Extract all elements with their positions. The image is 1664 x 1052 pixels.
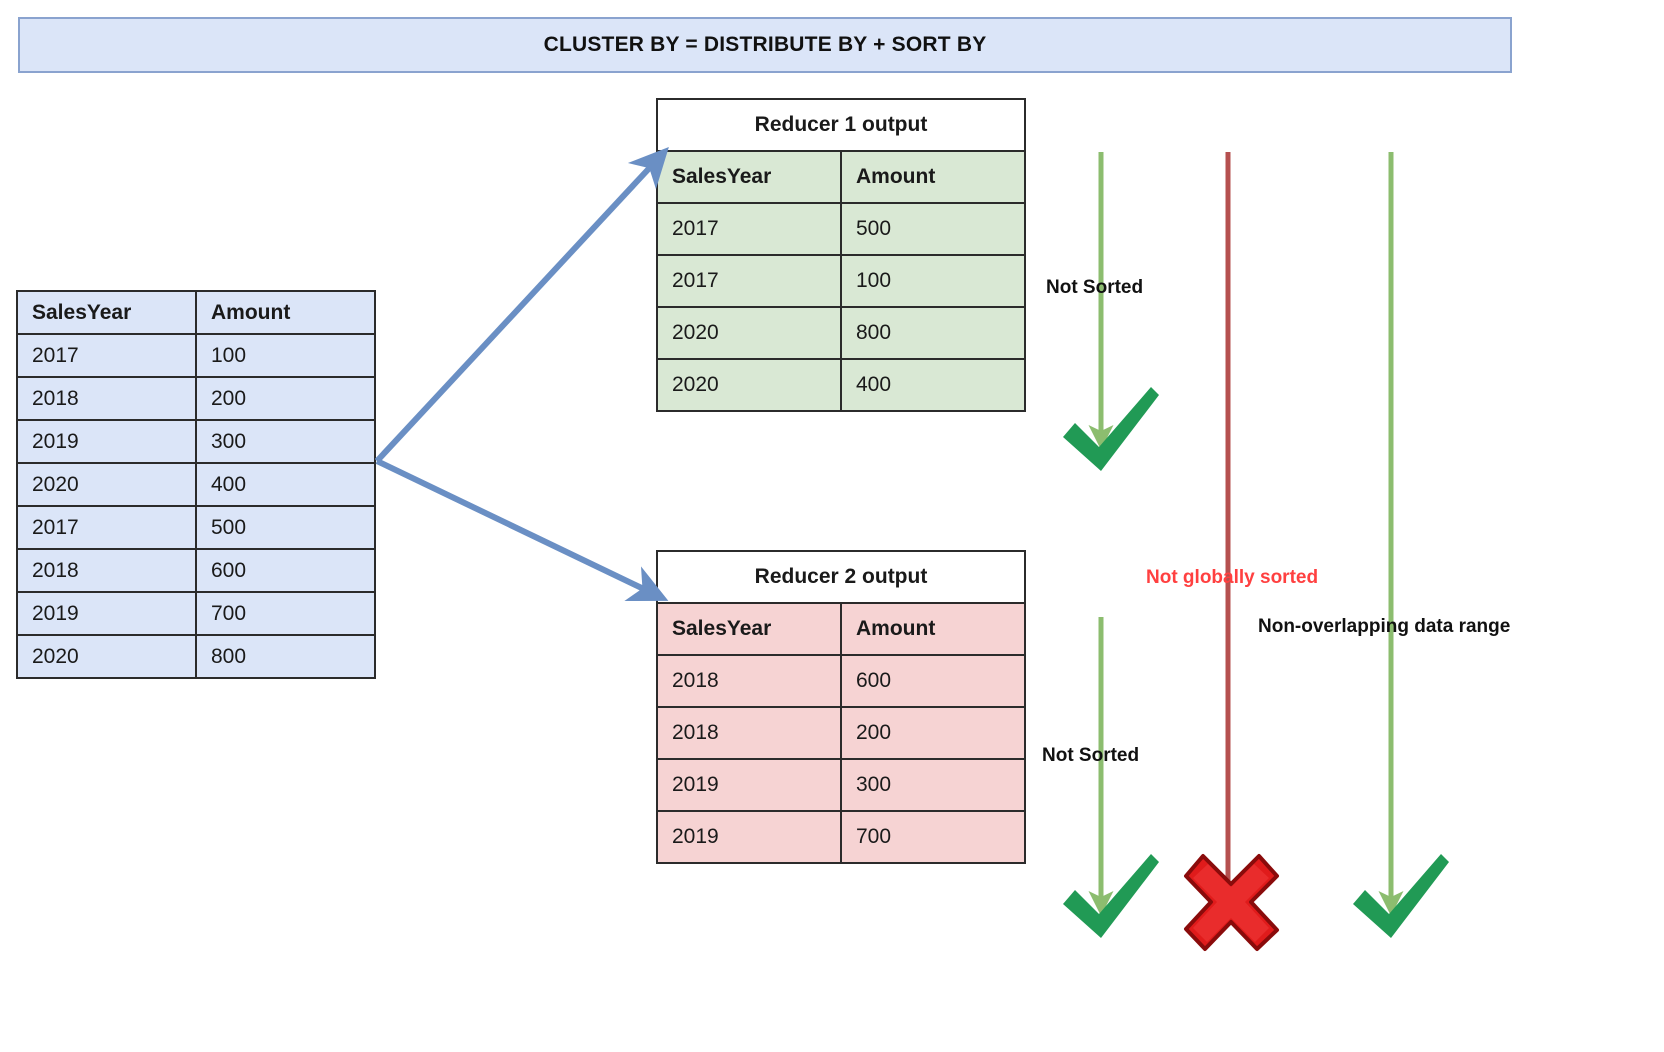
table-row: 2019 700 <box>656 810 1026 864</box>
column-header-salesyear: SalesYear <box>16 290 197 335</box>
cross-mark-icon <box>1184 854 1279 951</box>
title-banner: CLUSTER BY = DISTRIBUTE BY + SORT BY <box>18 17 1512 73</box>
reducer1-output-table: Reducer 1 output SalesYear Amount 2017 5… <box>656 98 1026 412</box>
table-row: 2017 500 <box>16 505 376 550</box>
label-not-sorted-reducer2: Not Sorted <box>1042 745 1140 766</box>
cell-salesyear: 2017 <box>656 254 842 308</box>
cell-amount: 500 <box>195 505 376 550</box>
table-row: 2020 400 <box>16 462 376 507</box>
cell-amount: 100 <box>195 333 376 378</box>
table-row: 2017 500 <box>656 202 1026 256</box>
reducer1-caption: Reducer 1 output <box>656 98 1026 152</box>
cell-salesyear: 2020 <box>16 634 197 679</box>
cell-salesyear: 2018 <box>656 654 842 708</box>
cell-salesyear: 2018 <box>16 548 197 593</box>
table-row: 2020 800 <box>656 306 1026 360</box>
table-row: 2019 300 <box>16 419 376 464</box>
cell-amount: 700 <box>840 810 1026 864</box>
cell-salesyear: 2019 <box>16 419 197 464</box>
cell-salesyear: 2020 <box>656 358 842 412</box>
table-row: 2017 100 <box>656 254 1026 308</box>
table-row: 2018 600 <box>656 654 1026 708</box>
reducer2-output-table: Reducer 2 output SalesYear Amount 2018 6… <box>656 550 1026 864</box>
cell-salesyear: 2019 <box>656 758 842 812</box>
table-row: 2020 400 <box>656 358 1026 412</box>
cell-amount: 400 <box>195 462 376 507</box>
cell-salesyear: 2020 <box>16 462 197 507</box>
table-header-row: SalesYear Amount <box>656 150 1026 204</box>
table-row: 2020 800 <box>16 634 376 679</box>
cell-salesyear: 2019 <box>656 810 842 864</box>
column-header-salesyear: SalesYear <box>656 150 842 204</box>
label-not-sorted-reducer1: Not Sorted <box>1046 277 1144 298</box>
cell-salesyear: 2017 <box>16 333 197 378</box>
table-row: 2019 300 <box>656 758 1026 812</box>
table-row: 2018 200 <box>656 706 1026 760</box>
cell-salesyear: 2019 <box>16 591 197 636</box>
column-header-salesyear: SalesYear <box>656 602 842 656</box>
check-mark-icon-2 <box>1063 854 1159 938</box>
cell-amount: 300 <box>195 419 376 464</box>
table-header-row: SalesYear Amount <box>656 602 1026 656</box>
cell-salesyear: 2018 <box>16 376 197 421</box>
branch-arrow-to-reducer1 <box>374 147 669 464</box>
cell-amount: 800 <box>195 634 376 679</box>
cell-salesyear: 2017 <box>16 505 197 550</box>
label-non-overlapping-data-range: Non-overlapping data range <box>1258 616 1511 637</box>
column-header-amount: Amount <box>195 290 376 335</box>
cell-salesyear: 2020 <box>656 306 842 360</box>
table-row: 2018 600 <box>16 548 376 593</box>
branch-arrow-to-reducer2 <box>375 458 669 602</box>
table-row: 2019 700 <box>16 591 376 636</box>
table-caption-row: Reducer 2 output <box>656 550 1026 604</box>
reducer2-caption: Reducer 2 output <box>656 550 1026 604</box>
column-header-amount: Amount <box>840 150 1026 204</box>
cell-amount: 100 <box>840 254 1026 308</box>
cell-amount: 500 <box>840 202 1026 256</box>
cell-amount: 200 <box>840 706 1026 760</box>
cell-amount: 200 <box>195 376 376 421</box>
cell-amount: 600 <box>195 548 376 593</box>
cell-amount: 800 <box>840 306 1026 360</box>
check-mark-icon-3 <box>1353 854 1449 938</box>
input-table: SalesYear Amount 2017 100 2018 200 2019 … <box>16 290 376 679</box>
table-row: 2017 100 <box>16 333 376 378</box>
cell-salesyear: 2018 <box>656 706 842 760</box>
cell-amount: 300 <box>840 758 1026 812</box>
page-title: CLUSTER BY = DISTRIBUTE BY + SORT BY <box>543 33 987 56</box>
cell-amount: 700 <box>195 591 376 636</box>
cell-salesyear: 2017 <box>656 202 842 256</box>
column-header-amount: Amount <box>840 602 1026 656</box>
cell-amount: 600 <box>840 654 1026 708</box>
table-row: 2018 200 <box>16 376 376 421</box>
check-mark-icon-1 <box>1063 387 1159 471</box>
table-header-row: SalesYear Amount <box>16 290 376 335</box>
cell-amount: 400 <box>840 358 1026 412</box>
table-caption-row: Reducer 1 output <box>656 98 1026 152</box>
label-not-globally-sorted: Not globally sorted <box>1146 567 1319 588</box>
